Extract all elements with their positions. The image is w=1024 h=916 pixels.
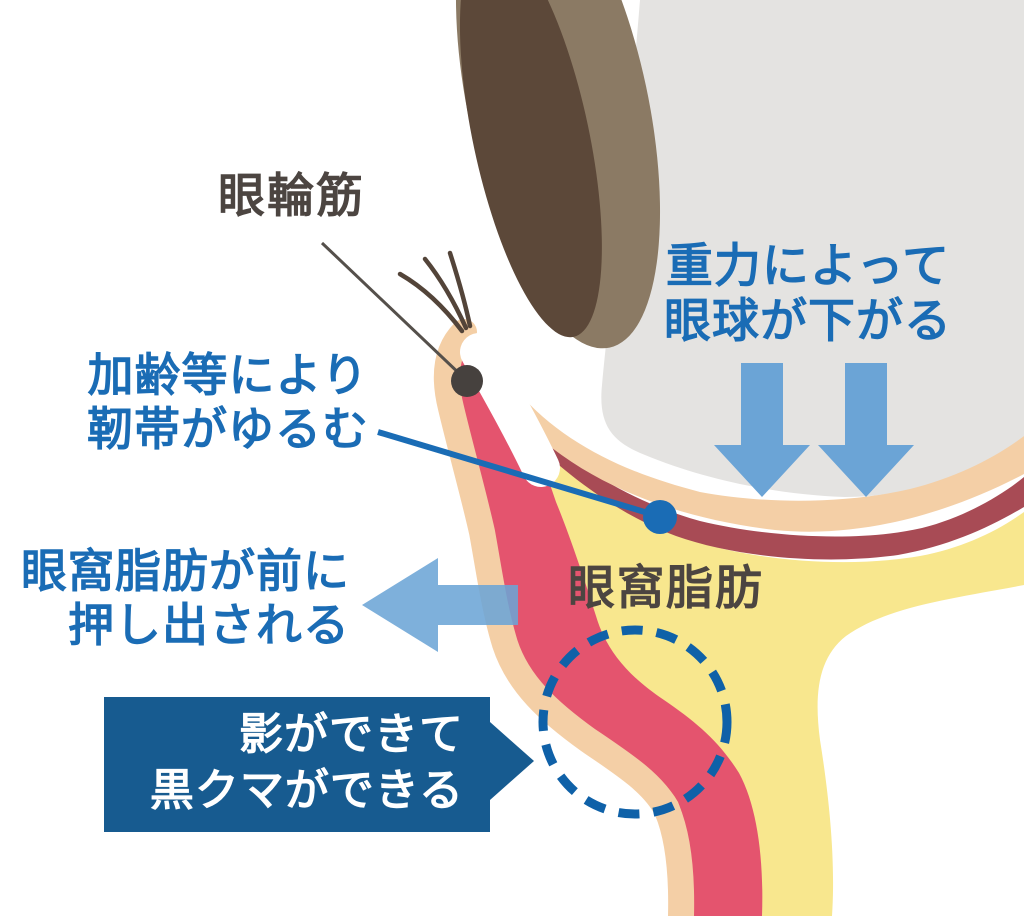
label-gravity-eyeball-drops: 重力によって 眼球が下がる	[664, 238, 952, 349]
callout-shadow-dark-circle: 影ができて 黒クマができる	[104, 697, 490, 832]
iris-group	[455, 0, 661, 349]
label-ligament-line1: 加齢等により	[87, 349, 369, 401]
label-orbital-fat: 眼窩脂肪	[568, 561, 764, 614]
ligament-dot	[643, 500, 677, 534]
orbicularis-dot	[451, 365, 483, 397]
eyelashes	[397, 250, 473, 334]
muscle-shape	[452, 344, 763, 916]
arrow-down-icon	[714, 363, 810, 497]
orbital-fat-shape	[446, 342, 1024, 916]
tarsus-shape	[460, 333, 560, 487]
dashed-highlight-circle	[538, 625, 732, 819]
callout-pointer	[490, 722, 534, 800]
ligament-leader-line	[377, 429, 659, 519]
callout-line1: 影ができて	[239, 710, 464, 759]
arrow-left-icon	[362, 558, 518, 652]
label-gravity-line1: 重力によって	[665, 239, 951, 292]
skin-band-shape	[518, 392, 1024, 532]
pupil-shape	[459, 0, 602, 338]
callout-line2: 黒クマができる	[149, 766, 464, 815]
label-fat-pushed-forward: 眼窩脂肪が前に 押し出される	[21, 544, 350, 653]
label-orbicularis-muscle: 眼輪筋	[218, 169, 365, 222]
label-ligament-line2: 靭帯がゆるむ	[87, 403, 369, 456]
label-ligament-loosens: 加齢等により 靭帯がゆるむ	[87, 348, 369, 457]
label-gravity-line2: 眼球が下がる	[664, 294, 952, 348]
arrow-down-icon	[818, 363, 914, 497]
orbicularis-leader-line	[320, 241, 466, 380]
label-fat-push-line1: 眼窩脂肪が前に	[21, 545, 350, 597]
label-fat-push-line2: 押し出される	[68, 599, 350, 652]
eyeball-shape	[601, 0, 1024, 497]
